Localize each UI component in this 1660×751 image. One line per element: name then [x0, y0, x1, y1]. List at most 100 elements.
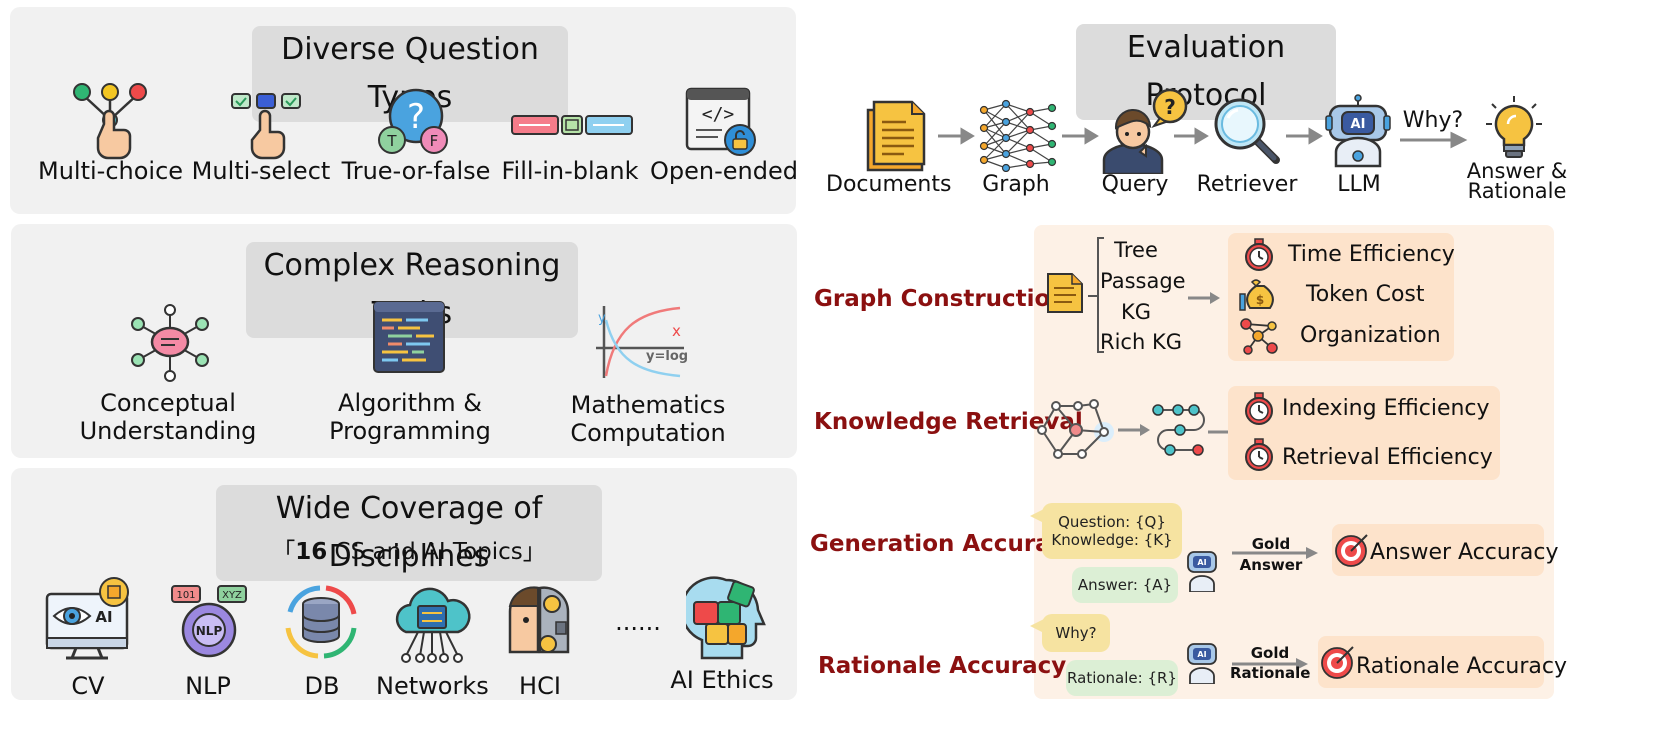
reasoning-label-line1: Conceptual [100, 389, 236, 417]
bubble-tail [1030, 508, 1046, 524]
svg-text:</>: </> [702, 104, 735, 125]
reasoning-label-line1: Algorithm & [338, 389, 482, 417]
code-editor-icon [373, 301, 445, 373]
svg-text:AI: AI [1197, 558, 1206, 567]
neural-graph-icon [979, 99, 1057, 172]
answer-accuracy-metric: Answer Accuracy [1370, 540, 1559, 565]
question-type-label: Fill-in-blank [501, 157, 639, 185]
nlp-gear-icon: 101 XYZ NLP [171, 585, 247, 658]
answer-bubble: Answer: {A} [1072, 567, 1178, 603]
reasoning-label-line2: Understanding [79, 417, 257, 445]
graph-metric: Token Cost [1306, 282, 1425, 307]
generation-accuracy-label: Generation Accuracy [810, 531, 1080, 557]
discipline-label: Networks [376, 672, 489, 700]
pipeline-label: Documents [826, 172, 952, 197]
gold-rationale-line2: Rationale [1230, 664, 1311, 682]
gold-rationale-line1: Gold [1250, 644, 1290, 662]
retrieval-metric: Indexing Efficiency [1282, 396, 1490, 421]
stopwatch-icon [1245, 238, 1273, 271]
question-type-label: True-or-false [341, 157, 491, 185]
protocol-title: Evaluation Protocol [1076, 24, 1336, 120]
svg-text:$: $ [1256, 293, 1264, 307]
graph-traversal-icon [1037, 399, 1114, 459]
robot-icon: AI [1325, 94, 1391, 168]
discipline-label: HCI [519, 672, 561, 700]
svg-text:AI: AI [1197, 650, 1206, 659]
question-bubble-line2: Knowledge: {K} [1051, 531, 1173, 549]
code-window-icon: </> [685, 87, 756, 156]
svg-text:y=log: y=log [646, 349, 688, 364]
graph-construction-label: Graph Construction [814, 286, 1067, 312]
disciplines-title: Wide Coverage of Disciplines [216, 485, 602, 581]
svg-text:T: T [386, 132, 397, 150]
retrieval-path-icon [1152, 404, 1205, 456]
database-icon [285, 585, 357, 659]
math-graph-icon: y x y=log [596, 306, 688, 378]
svg-text:XYZ: XYZ [222, 590, 242, 601]
answer-accuracy-box [1332, 524, 1544, 576]
mind-map-icon [131, 304, 209, 382]
question-types-title: Diverse Question Types [252, 26, 568, 122]
puzzle-head-icon [686, 576, 766, 660]
robot-icon: AI [1187, 643, 1217, 684]
discipline-label: CV [71, 672, 105, 700]
svg-text:AI: AI [95, 608, 112, 626]
svg-text:NLP: NLP [196, 624, 223, 638]
rationale-bubble: Rationale: {R} [1066, 660, 1178, 696]
target-icon [1335, 534, 1368, 567]
question-type-label: Multi-choice [38, 157, 184, 185]
blank-fields-icon [511, 115, 633, 135]
pipeline-label: Query [1101, 172, 1169, 197]
reasoning-label-line2: Programming [329, 417, 491, 445]
graph-type: Tree [1114, 238, 1158, 262]
human-robot-icon [508, 586, 570, 654]
document-icon [1047, 273, 1083, 313]
discipline-label: NLP [185, 672, 231, 700]
answer-line2: Rationale [1467, 179, 1567, 203]
user-query-icon: ? [1102, 88, 1188, 174]
discipline-label: AI Ethics [670, 666, 774, 694]
pipeline-label: Graph [982, 172, 1050, 197]
retrieval-metrics-box [1228, 386, 1500, 480]
gold-answer-line2: Answer [1239, 556, 1303, 574]
question-bubble-line1: Question: {Q} [1058, 513, 1166, 531]
reasoning-label-line2: Computation [570, 419, 726, 447]
subtitle-bracket: 「 [272, 539, 296, 565]
question-type-label: Multi-select [191, 157, 331, 185]
hand-select-icon [231, 93, 301, 160]
svg-text:F: F [430, 132, 439, 150]
network-nodes-icon [1240, 318, 1278, 355]
answer-line1: Answer & [1466, 159, 1568, 183]
graph-metric: Organization [1300, 323, 1441, 348]
pipeline-label: LLM [1337, 172, 1381, 197]
rationale-accuracy-label: Rationale Accuracy [818, 653, 1067, 679]
why-bubble: Why? [1042, 614, 1110, 652]
svg-text:AI: AI [1351, 117, 1366, 132]
magnifier-icon [1214, 98, 1280, 164]
gold-answer-line1: Gold [1251, 535, 1291, 553]
svg-text:?: ? [1164, 95, 1176, 119]
discipline-label: DB [304, 672, 340, 700]
rationale-accuracy-metric: Rationale Accuracy [1356, 654, 1567, 679]
robot-icon: AI [1187, 551, 1217, 592]
retrieval-metric: Retrieval Efficiency [1282, 445, 1493, 470]
graph-type: Rich KG [1100, 330, 1183, 354]
bubble-tail [1030, 618, 1046, 634]
graph-metric: Time Efficiency [1288, 242, 1455, 267]
disciplines-ellipsis: ...... [615, 608, 661, 636]
cloud-network-icon [395, 587, 471, 663]
why-label: Why? [1402, 108, 1464, 133]
lightbulb-icon [1486, 96, 1542, 158]
target-icon [1321, 646, 1354, 679]
stopwatch-icon [1245, 392, 1273, 425]
svg-text:101: 101 [176, 590, 195, 601]
graph-type: KG [1120, 300, 1152, 324]
pipeline-label: Retriever [1196, 172, 1298, 197]
svg-text:?: ? [407, 97, 425, 137]
disciplines-subtitle: 「16 CS and AI Topics」 [216, 532, 602, 566]
money-bag-icon: $ [1239, 279, 1274, 311]
question-type-label: Open-ended [650, 157, 798, 185]
svg-text:y: y [598, 311, 606, 326]
document-icon [866, 100, 926, 172]
monitor-eye-icon: AI [45, 577, 129, 660]
